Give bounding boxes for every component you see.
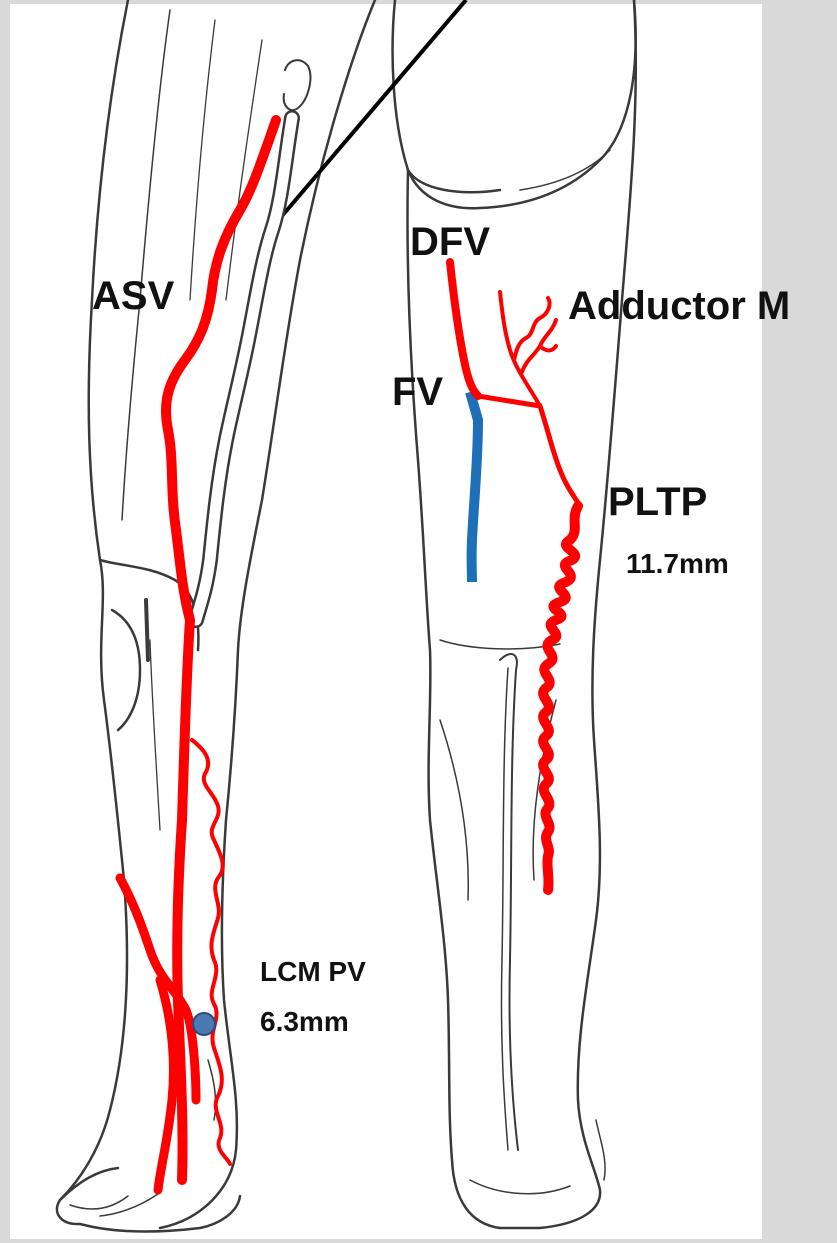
pltp-label: PLTP	[608, 482, 707, 522]
dfv-label: DFV	[410, 222, 490, 262]
adductor-branches	[500, 292, 556, 406]
pltp-size-label: 11.7mm	[626, 550, 729, 578]
asv-branch-foot	[158, 980, 174, 1190]
lcm-pv-label: LCM PV	[260, 958, 366, 986]
lcm-size-label: 6.3mm	[260, 1008, 349, 1036]
posterior-leg-outline	[393, 0, 636, 1228]
dfv-vein	[450, 262, 478, 396]
femoral-vein	[470, 392, 478, 582]
anterior-leg-outline	[57, 0, 375, 1231]
asv-label: ASV	[92, 276, 174, 316]
fv-label: FV	[392, 372, 443, 412]
adductor-label: Adductor M	[568, 286, 790, 326]
lcm-perforator-marker	[193, 1013, 215, 1035]
connecting-vein	[478, 396, 580, 506]
pltp-vein	[543, 506, 578, 890]
